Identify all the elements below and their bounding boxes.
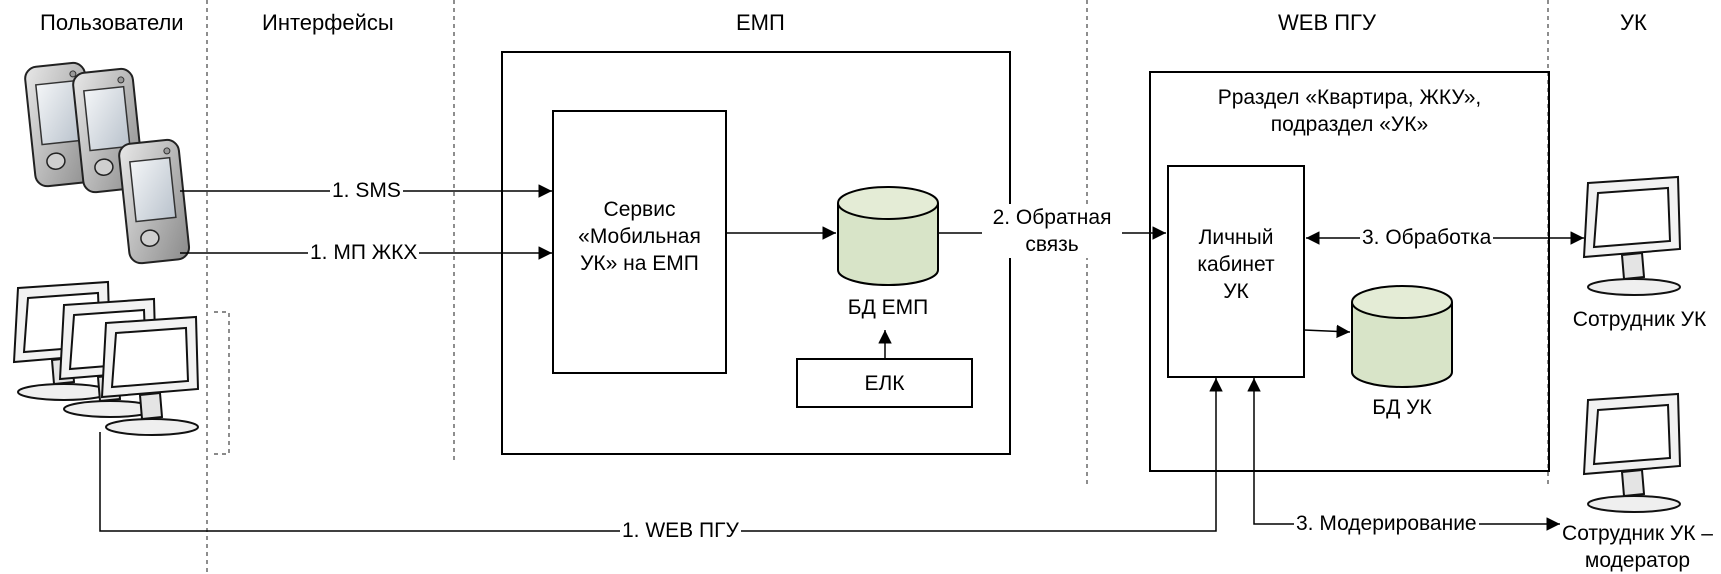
column-title-users: Пользователи	[40, 10, 184, 35]
flow-label-processing: 3. Обработка	[1360, 224, 1494, 251]
flow-label-moderation: 3. Модерирование	[1294, 510, 1479, 537]
elk-label: ЕЛК	[864, 372, 905, 395]
column-title-uk: УК	[1620, 10, 1647, 35]
db-emp-label: БД ЕМП	[847, 296, 929, 319]
flow-label-web-pgu: 1. WEB ПГУ	[620, 517, 741, 544]
pc-group-bracket	[214, 311, 230, 455]
db-emp-icon	[837, 186, 939, 286]
cabinet-box	[1167, 165, 1305, 378]
flow-label-mp: 1. МП ЖКХ	[308, 239, 420, 266]
web-section-label: Рраздел «Квартира, ЖКУ», подраздел «УК»	[1217, 86, 1482, 136]
moderator-computer-icon	[1583, 393, 1681, 513]
db-uk-icon	[1351, 285, 1453, 388]
flow-label-sms: 1. SMS	[330, 177, 403, 204]
service-box	[552, 110, 727, 374]
cabinet-label: Личный кабинет УК	[1197, 226, 1275, 303]
db-uk-label: БД УК	[1372, 396, 1432, 419]
user-phones-icon	[23, 60, 192, 266]
column-title-interfaces: Интерфейсы	[262, 10, 394, 35]
moderator-label: Сотрудник УК – модератор	[1562, 522, 1713, 572]
flow-label-feedback: 2. Обратная связь	[982, 204, 1122, 258]
user-computers-icon	[13, 281, 199, 436]
employee-label: Сотрудник УК	[1572, 308, 1707, 331]
column-title-web-pgu: WEB ПГУ	[1278, 10, 1376, 35]
column-title-emp: ЕМП	[736, 10, 785, 35]
employee-computer-icon	[1583, 176, 1681, 296]
service-label: Сервис «Мобильная УК» на ЕМП	[578, 198, 701, 275]
